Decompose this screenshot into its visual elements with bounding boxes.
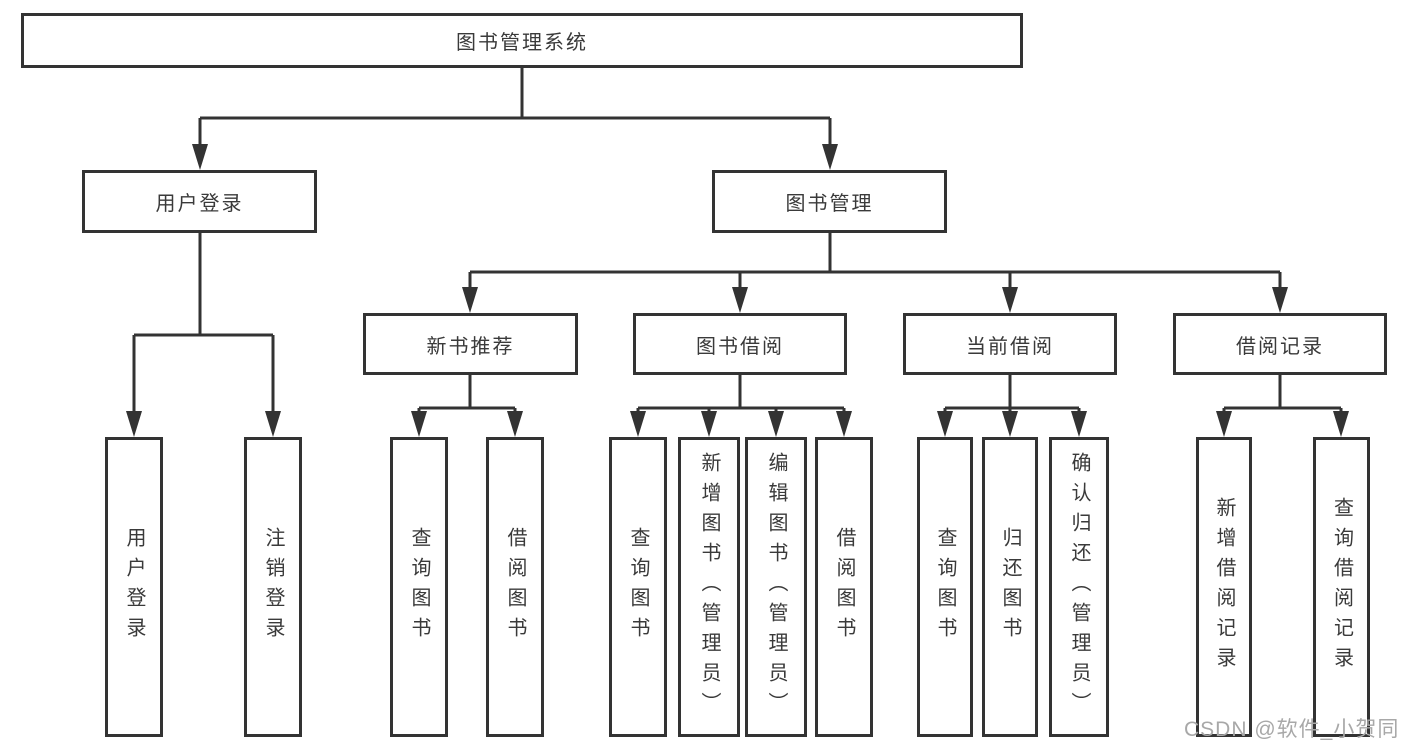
node-bb-add-books-admin: 新增图书（管理员） bbox=[678, 437, 740, 737]
node-borrow-records: 借阅记录 bbox=[1173, 313, 1387, 375]
node-bb-add-books-admin-label: 新增图书（管理员） bbox=[698, 452, 720, 722]
node-bb-query-books-label: 查询图书 bbox=[627, 527, 649, 647]
node-user-login: 用户登录 bbox=[82, 170, 317, 233]
node-bb-edit-books-admin-label: 编辑图书（管理员） bbox=[765, 452, 787, 722]
node-bb-query-books: 查询图书 bbox=[609, 437, 667, 737]
node-br-query-record: 查询借阅记录 bbox=[1313, 437, 1370, 737]
node-new-book-recommend: 新书推荐 bbox=[363, 313, 578, 375]
node-nb-borrow-books: 借阅图书 bbox=[486, 437, 544, 737]
node-br-add-record: 新增借阅记录 bbox=[1196, 437, 1252, 737]
node-new-book-recommend-label: 新书推荐 bbox=[426, 335, 515, 358]
node-nb-query-books: 查询图书 bbox=[390, 437, 448, 737]
node-bb-edit-books-admin: 编辑图书（管理员） bbox=[745, 437, 807, 737]
node-cb-confirm-return-admin: 确认归还（管理员） bbox=[1049, 437, 1109, 737]
node-leaf-user-login-label: 用户登录 bbox=[123, 527, 145, 647]
node-book-management-label: 图书管理 bbox=[785, 193, 874, 215]
node-cb-return-books-label: 归还图书 bbox=[999, 527, 1021, 647]
node-leaf-logout-label: 注销登录 bbox=[262, 527, 284, 647]
node-leaf-logout: 注销登录 bbox=[244, 437, 302, 737]
node-cb-confirm-return-admin-label: 确认归还（管理员） bbox=[1068, 452, 1090, 722]
node-current-borrow: 当前借阅 bbox=[903, 313, 1117, 375]
node-br-query-record-label: 查询借阅记录 bbox=[1330, 497, 1353, 677]
node-current-borrow-label: 当前借阅 bbox=[966, 335, 1054, 358]
node-book-borrow-label: 图书借阅 bbox=[696, 335, 784, 358]
node-library-system-label: 图书管理系统 bbox=[456, 32, 588, 54]
node-leaf-user-login: 用户登录 bbox=[105, 437, 163, 737]
node-library-system: 图书管理系统 bbox=[21, 13, 1023, 68]
node-nb-query-books-label: 查询图书 bbox=[408, 527, 430, 647]
node-user-login-label: 用户登录 bbox=[155, 193, 244, 215]
arrowheads bbox=[126, 144, 1349, 437]
node-borrow-records-label: 借阅记录 bbox=[1236, 335, 1324, 358]
node-book-borrow: 图书借阅 bbox=[633, 313, 847, 375]
node-cb-query-books: 查询图书 bbox=[917, 437, 973, 737]
node-cb-query-books-label: 查询图书 bbox=[934, 527, 956, 647]
node-bb-borrow-books-label: 借阅图书 bbox=[833, 527, 855, 647]
node-bb-borrow-books: 借阅图书 bbox=[815, 437, 873, 737]
node-br-add-record-label: 新增借阅记录 bbox=[1213, 497, 1235, 677]
node-nb-borrow-books-label: 借阅图书 bbox=[504, 527, 526, 647]
csdn-watermark: CSDN @软件_小贺同学 bbox=[1184, 718, 1400, 741]
node-cb-return-books: 归还图书 bbox=[982, 437, 1038, 737]
node-book-management: 图书管理 bbox=[712, 170, 947, 233]
